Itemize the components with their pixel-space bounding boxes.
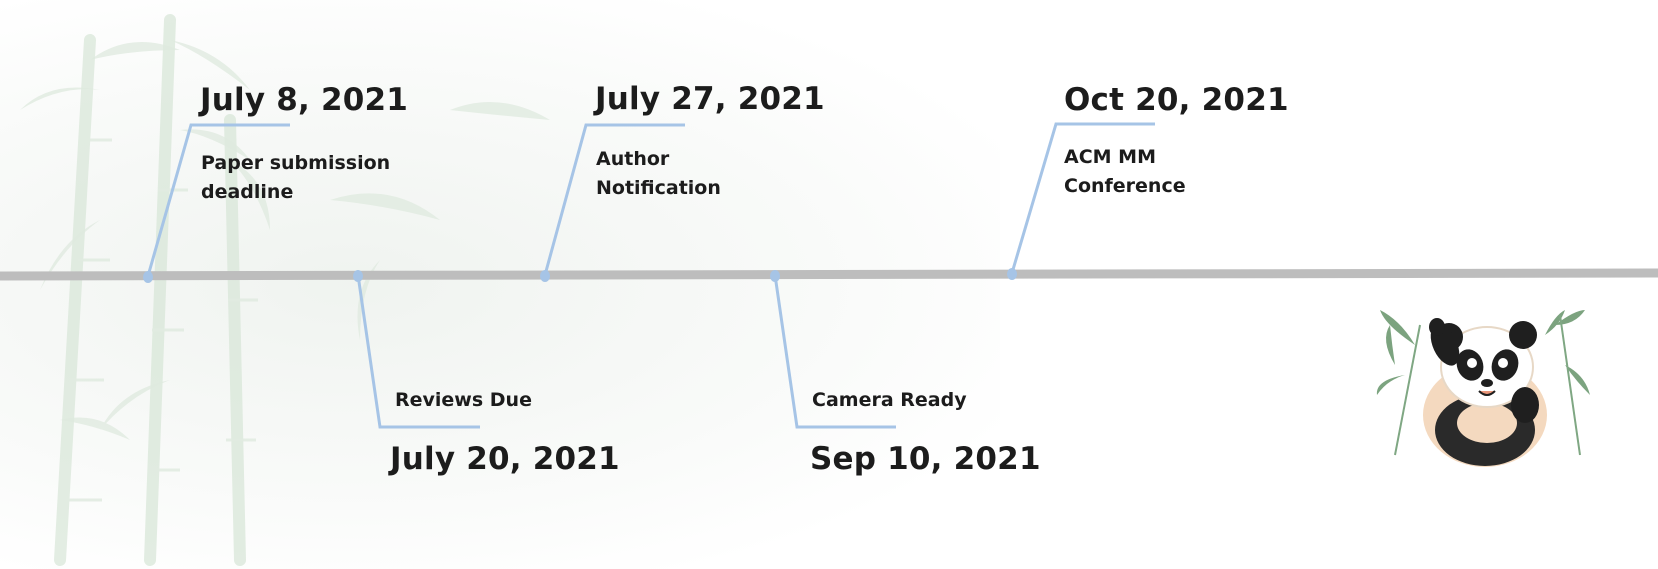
event-marker-1 xyxy=(143,271,153,283)
event-connector-2 xyxy=(356,274,480,429)
panda-icon xyxy=(1376,310,1590,467)
event-marker-3 xyxy=(540,270,550,282)
event-date-5: Oct 20, 2021 xyxy=(1064,82,1289,118)
event-marker-5 xyxy=(1007,268,1017,280)
event-marker-4 xyxy=(770,270,780,282)
event-label-4: Camera Ready xyxy=(812,389,967,411)
event-label-1: Paper submission deadline xyxy=(201,152,391,203)
event-label-3: Author Notification xyxy=(596,148,721,199)
event-connector-5 xyxy=(1010,122,1155,274)
event-date-3: July 27, 2021 xyxy=(595,81,825,117)
event-date-1: July 8, 2021 xyxy=(200,82,409,118)
event-connector-4 xyxy=(773,274,896,429)
event-date-2: July 20, 2021 xyxy=(390,441,620,477)
event-label-5: ACM MM Conference xyxy=(1064,146,1186,197)
event-connector-1 xyxy=(146,123,290,277)
event-connector-3 xyxy=(543,123,685,276)
event-date-4: Sep 10, 2021 xyxy=(810,441,1041,477)
timeline-axis xyxy=(0,268,1658,281)
event-marker-2 xyxy=(353,270,363,282)
event-label-2: Reviews Due xyxy=(395,389,532,411)
